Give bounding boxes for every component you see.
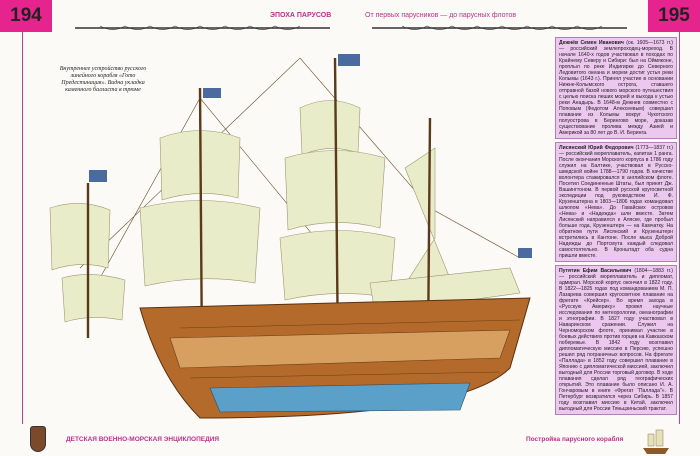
biography-name: Путятин Ефим Васильевич (559, 268, 632, 274)
section-title-right: От первых парусников — до парусных флото… (365, 12, 517, 19)
illustration-caption: Внутреннее устройство русского линейного… (59, 66, 147, 93)
biography-text: (1804—1883 гг.) — российский мореплавате… (559, 268, 673, 412)
biography-text: (ок. 1605—1673 гг.) — российский землепр… (559, 40, 673, 136)
section-title-left: ЭПОХА ПАРУСОВ (270, 12, 332, 19)
biography-box-dezhnev: Дежнёв Семен Иванович (ок. 1605—1673 гг.… (555, 37, 677, 139)
biography-name: Дежнёв Семен Иванович (559, 40, 624, 46)
ship-icon (643, 429, 669, 454)
sailing-ship-illustration (49, 54, 532, 419)
page-number-right: 195 (648, 0, 700, 32)
footer-chapter-title: Постройка парусного корабля (526, 436, 624, 443)
margin-line-right (679, 32, 680, 424)
biography-text: (1773—1837 гг.) — российский мореплавате… (559, 145, 673, 259)
page-number-left: 194 (0, 0, 52, 32)
footer-series-title: ДЕТСКАЯ ВОЕННО-МОРСКАЯ ЭНЦИКЛОПЕДИЯ (66, 436, 220, 443)
biography-name: Лисянский Юрий Федорович (559, 145, 634, 151)
biography-column: Дежнёв Семен Иванович (ок. 1605—1673 гг.… (555, 37, 677, 415)
margin-line-left (22, 32, 23, 424)
rope-decoration-right (372, 25, 627, 30)
rope-decoration-left (75, 25, 330, 30)
biography-box-putyatin: Путятин Ефим Васильевич (1804—1883 гг.) … (555, 265, 677, 415)
encyclopedia-emblem-icon (30, 426, 46, 452)
biography-box-lisyansky: Лисянский Юрий Федорович (1773—1837 гг.)… (555, 142, 677, 262)
